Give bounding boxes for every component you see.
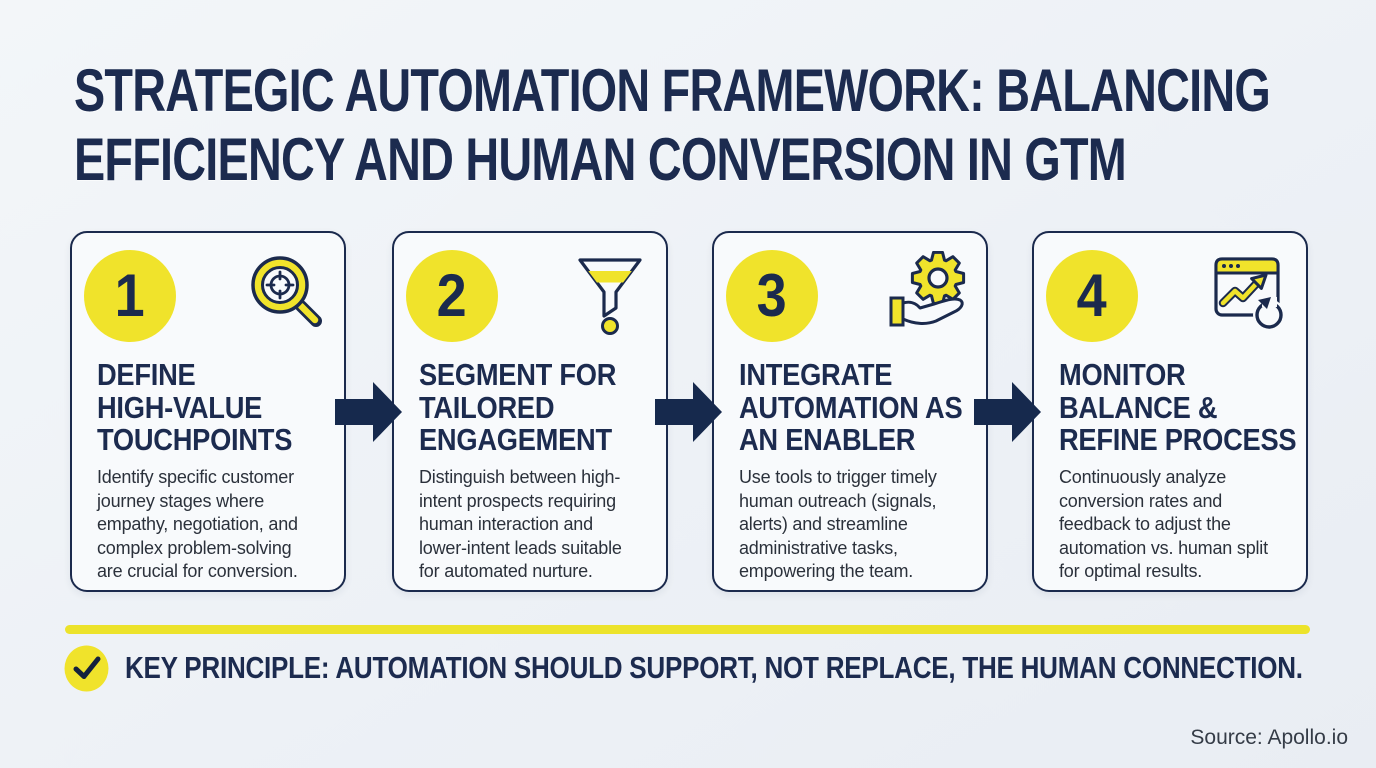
gear-hand-icon — [889, 251, 966, 327]
step-number-badge: 1 — [84, 250, 176, 342]
step-card-2: 2 SEGMENT FOR TAILORED ENGAGEMENT Distin… — [392, 231, 668, 592]
flow-arrow-icon — [974, 382, 1041, 442]
step-number-badge: 4 — [1046, 250, 1138, 342]
step-card-1: 1 DEFINE HIGH-VALUE TOUCHPOINTS Identify… — [70, 231, 346, 592]
key-principle: KEY PRINCIPLE: AUTOMATION SHOULD SUPPORT… — [64, 644, 1376, 692]
flow-arrow-icon — [335, 382, 402, 442]
source-attribution: Source: Apollo.io — [1190, 726, 1348, 749]
magnifier-target-icon — [251, 256, 322, 327]
step-title: MONITOR BALANCE & REFINE PROCESS — [1059, 357, 1297, 458]
step-number-badge: 3 — [726, 250, 818, 342]
key-principle-text: KEY PRINCIPLE: AUTOMATION SHOULD SUPPORT… — [125, 650, 1303, 685]
step-number: 3 — [756, 262, 788, 329]
step-description: Identify specific customer journey stage… — [97, 467, 298, 582]
step-title: INTEGRATE AUTOMATION AS AN ENABLER — [739, 357, 963, 458]
step-number: 1 — [114, 262, 146, 329]
page-title: STRATEGIC AUTOMATION FRAMEWORK: BALANCIN… — [74, 57, 1271, 193]
step-card-3: 3 INTEGRATE AUTOMATION AS AN ENABLER Use… — [712, 231, 988, 592]
step-number: 4 — [1076, 262, 1108, 329]
step-description: Use tools to trigger timely human outrea… — [739, 467, 937, 582]
browser-growth-refresh-icon — [1214, 257, 1285, 331]
step-title: SEGMENT FOR TAILORED ENGAGEMENT — [419, 357, 617, 458]
funnel-icon — [578, 258, 642, 335]
check-icon — [64, 645, 109, 691]
flow-arrow-icon — [655, 382, 722, 442]
divider — [65, 625, 1310, 634]
step-number: 2 — [436, 262, 468, 329]
step-number-badge: 2 — [406, 250, 498, 342]
step-description: Continuously analyze conversion rates an… — [1059, 467, 1268, 582]
step-title: DEFINE HIGH-VALUE TOUCHPOINTS — [97, 357, 293, 458]
step-description: Distinguish between high- intent prospec… — [419, 467, 622, 582]
step-card-4: 4 MONITOR BALANCE & REFINE PROCESS Conti… — [1032, 231, 1308, 592]
